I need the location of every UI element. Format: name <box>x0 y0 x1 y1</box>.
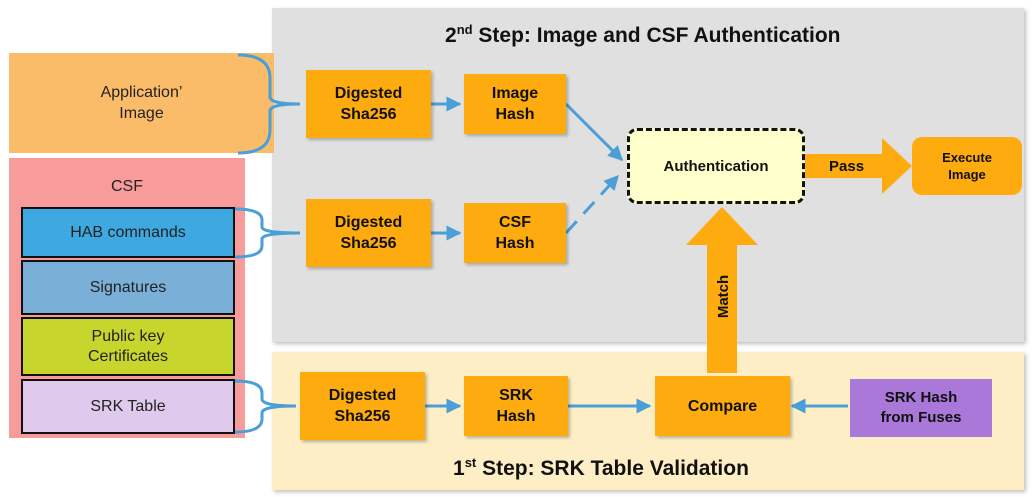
csf-hash-box: CSF Hash <box>464 203 566 263</box>
srk-hash-box: SRK Hash <box>464 376 568 436</box>
public-key-certificates-box: Public key Certificates <box>21 317 235 376</box>
digested-sha256-srk-box: Digested Sha256 <box>300 372 425 440</box>
pass-label: Pass <box>829 158 865 175</box>
srk-hash-from-fuses-box: SRK Hash from Fuses <box>850 379 992 437</box>
step1-title: 1st Step: SRK Table Validation <box>453 455 749 480</box>
compare-box: Compare <box>655 376 790 436</box>
authentication-box: Authentication <box>627 128 805 204</box>
digested-sha256-csf-box: Digested Sha256 <box>306 199 431 267</box>
csf-label: CSF <box>111 178 143 195</box>
step2-title: 2nd Step: Image and CSF Authentication <box>445 22 841 47</box>
image-hash-box: Image Hash <box>464 74 566 134</box>
execute-image-box: Execute Image <box>912 137 1022 195</box>
srk-table-box: SRK Table <box>21 379 235 434</box>
digested-sha256-image-box: Digested Sha256 <box>306 70 431 138</box>
signatures-box: Signatures <box>21 260 235 315</box>
match-label: Match <box>715 274 733 319</box>
application-image-box: Application’ Image <box>9 53 274 153</box>
hab-commands-box: HAB commands <box>21 207 235 258</box>
